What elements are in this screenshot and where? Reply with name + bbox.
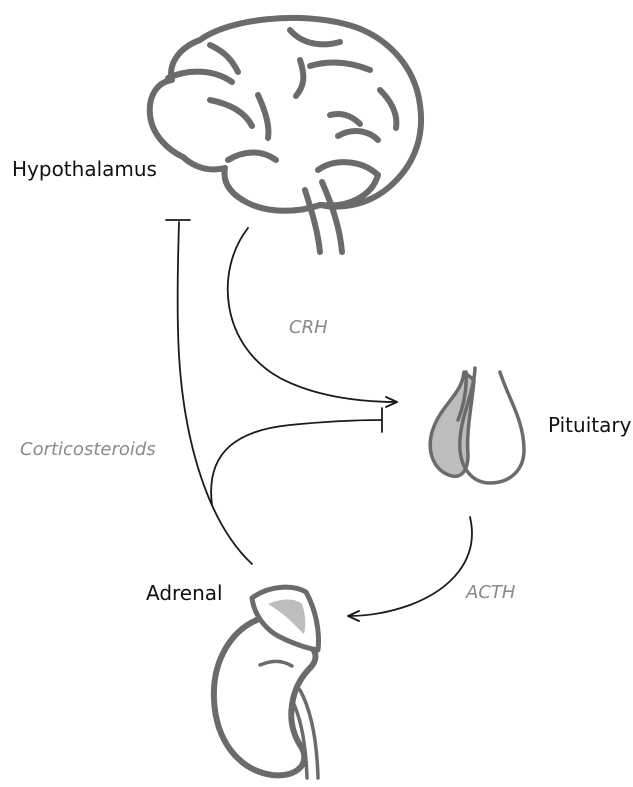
brain-fold-2 bbox=[210, 45, 238, 72]
brain-fold-4 bbox=[296, 60, 303, 96]
hypothalamus-label: Hypothalamus bbox=[12, 157, 157, 181]
crh-arrow bbox=[228, 228, 397, 402]
brain-fold-10 bbox=[338, 131, 378, 140]
crh-label: CRH bbox=[289, 317, 328, 338]
brain-icon bbox=[150, 18, 421, 252]
pituitary-gland-icon bbox=[430, 368, 524, 483]
adrenal-gland-cap bbox=[252, 587, 319, 650]
brain-fold-8 bbox=[258, 95, 268, 138]
brain-fold-5 bbox=[310, 63, 370, 70]
brain-fold-6 bbox=[380, 90, 396, 128]
brain-fold-3 bbox=[290, 30, 340, 44]
brain-stem-right bbox=[322, 182, 342, 252]
corticosteroids-feedback-pituitary bbox=[211, 420, 382, 505]
brain-fold-11 bbox=[228, 153, 276, 161]
corticosteroids-label: Corticosteroids bbox=[20, 439, 156, 460]
acth-arrow bbox=[348, 517, 472, 616]
brain-outline bbox=[150, 18, 421, 211]
adrenal-label: Adrenal bbox=[146, 581, 223, 605]
brain-fold-1 bbox=[168, 72, 232, 82]
brain-fold-9 bbox=[330, 114, 360, 124]
corticosteroids-feedback-hypothalamus bbox=[178, 222, 252, 564]
brain-fold-7 bbox=[210, 100, 252, 126]
adrenal-kidney-icon bbox=[214, 587, 319, 778]
kidney-fold bbox=[260, 661, 292, 666]
acth-label: ACTH bbox=[465, 582, 516, 603]
brain-stem-left bbox=[305, 190, 320, 252]
pituitary-label: Pituitary bbox=[548, 413, 632, 437]
